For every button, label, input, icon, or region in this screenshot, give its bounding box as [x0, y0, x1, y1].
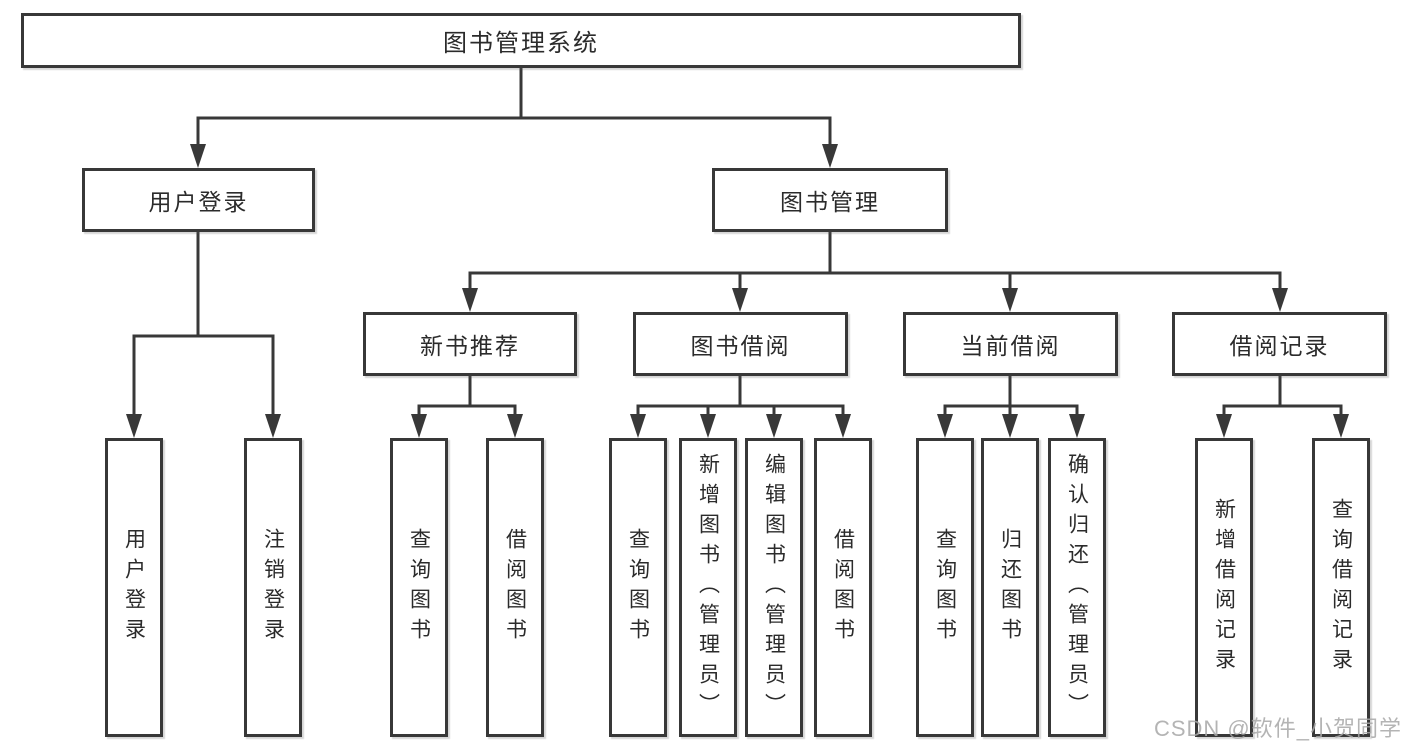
- leaf-label: 借阅图书: [831, 527, 855, 648]
- leaf-edit-books-admin: 编辑图书（管理员）: [745, 438, 803, 737]
- node-borrow-records: 借阅记录: [1172, 312, 1387, 376]
- leaf-label: 编辑图书（管理员）: [762, 452, 786, 723]
- leaf-label: 查询图书: [407, 527, 431, 648]
- leaf-label: 借阅图书: [503, 527, 527, 648]
- leaf-logout: 注销登录: [244, 438, 302, 737]
- leaf-user-login: 用户登录: [105, 438, 163, 737]
- node-root-system: 图书管理系统: [21, 13, 1021, 68]
- node-book-management: 图书管理: [712, 168, 948, 232]
- leaf-return-books: 归还图书: [981, 438, 1039, 737]
- connector-newbook-to-leaves: [411, 374, 523, 438]
- leaf-label: 新增图书（管理员）: [696, 452, 720, 723]
- leaf-label: 查询图书: [626, 527, 650, 648]
- leaf-label: 注销登录: [261, 527, 285, 648]
- connector-root-to-level2: [190, 66, 838, 168]
- leaf-query-books-borrow: 查询图书: [609, 438, 667, 737]
- leaf-label: 查询借阅记录: [1329, 497, 1353, 678]
- leaf-label: 新增借阅记录: [1212, 497, 1236, 678]
- leaf-label: 查询图书: [933, 527, 957, 648]
- node-current-borrow: 当前借阅: [903, 312, 1118, 376]
- node-book-borrow: 图书借阅: [633, 312, 848, 376]
- leaf-label: 确认归还（管理员）: [1065, 452, 1089, 723]
- leaf-label: 归还图书: [998, 527, 1022, 648]
- leaf-query-borrow-record: 查询借阅记录: [1312, 438, 1370, 737]
- leaf-label: 用户登录: [122, 527, 146, 648]
- connector-login-to-leaves: [126, 230, 281, 438]
- watermark: CSDN @软件_小贺同学: [1153, 716, 1402, 741]
- connector-current-to-leaves: [937, 374, 1085, 438]
- leaf-add-borrow-record: 新增借阅记录: [1195, 438, 1253, 737]
- leaf-borrow-books-recommend: 借阅图书: [486, 438, 544, 737]
- leaf-confirm-return-admin: 确认归还（管理员）: [1048, 438, 1106, 737]
- connector-mgmt-to-level3: [462, 230, 1288, 312]
- connector-records-to-leaves: [1216, 374, 1349, 438]
- leaf-query-books-current: 查询图书: [916, 438, 974, 737]
- leaf-borrow-books: 借阅图书: [814, 438, 872, 737]
- node-new-book-recommend: 新书推荐: [363, 312, 577, 376]
- leaf-add-books-admin: 新增图书（管理员）: [679, 438, 737, 737]
- node-user-login: 用户登录: [82, 168, 315, 232]
- connector-borrow-to-leaves: [630, 374, 851, 438]
- leaf-query-books-recommend: 查询图书: [390, 438, 448, 737]
